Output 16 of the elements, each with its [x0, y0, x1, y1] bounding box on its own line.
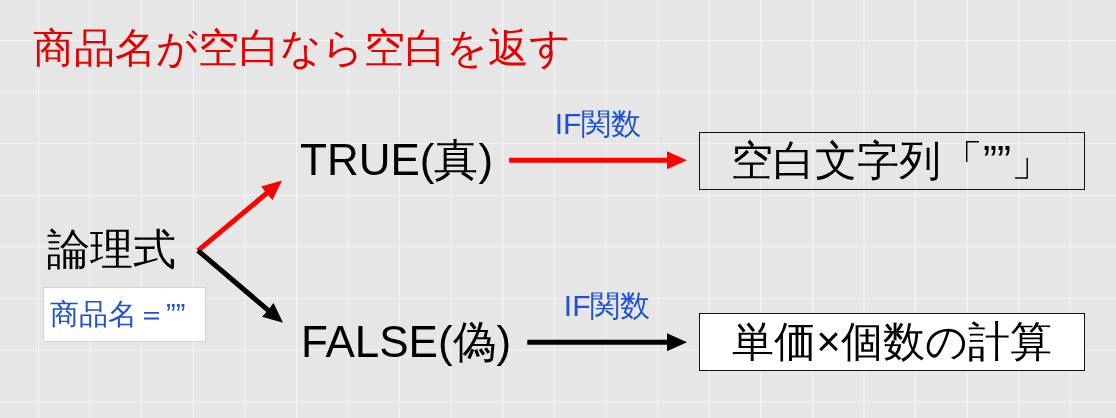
branch-label: FALSE(偽)	[301, 318, 512, 367]
edge-label: IF関数	[554, 107, 642, 141]
diagram-title: 商品名が空白なら空白を返す	[33, 25, 571, 73]
result-box	[699, 313, 1085, 371]
arrow	[196, 248, 283, 323]
node-label: 論理式	[47, 226, 176, 274]
condition-box	[43, 287, 206, 342]
result-text: 空白文字列「””」	[731, 137, 1053, 185]
result-box	[699, 132, 1085, 190]
result-text: 単価×個数の計算	[732, 318, 1052, 366]
branch-label: TRUE(真)	[300, 136, 494, 185]
arrow	[527, 333, 687, 352]
edge-label: IF関数	[563, 289, 651, 323]
arrow	[509, 151, 687, 170]
arrow	[196, 180, 282, 253]
condition-text: 商品名＝””	[50, 298, 186, 331]
